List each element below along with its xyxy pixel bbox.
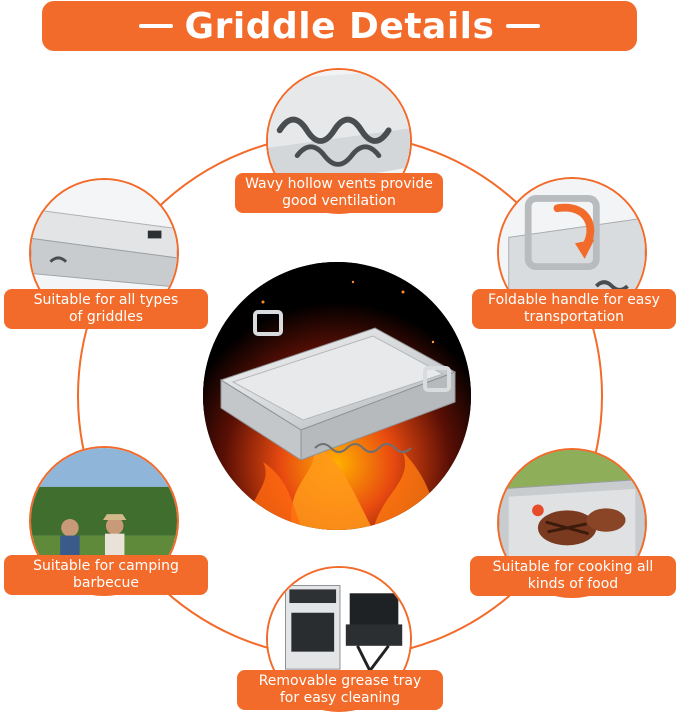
feature-label-food: Suitable for cooking all kinds of food bbox=[470, 556, 676, 596]
feature-label-vents: Wavy hollow vents provide good ventilati… bbox=[235, 173, 443, 213]
banner-dash-left bbox=[138, 24, 173, 28]
title-banner: Griddle Details bbox=[42, 1, 637, 51]
banner-dash-right bbox=[506, 24, 541, 28]
feature-label-handle: Foldable handle for easy transportation bbox=[472, 289, 676, 329]
feature-label-griddles: Suitable for all types of griddles bbox=[4, 289, 208, 329]
center-griddle-photo bbox=[203, 262, 471, 530]
feature-label-grease: Removable grease tray for easy cleaning bbox=[237, 670, 443, 710]
feature-label-camping: Suitable for camping barbecue bbox=[4, 555, 208, 595]
page-title: Griddle Details bbox=[184, 5, 495, 47]
